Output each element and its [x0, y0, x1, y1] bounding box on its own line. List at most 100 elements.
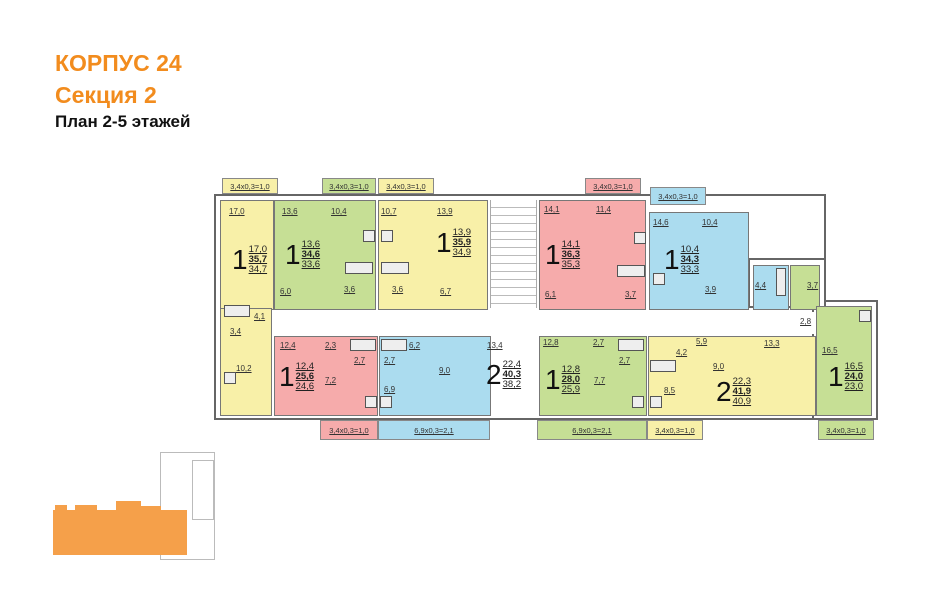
room-area: 3,6 [392, 285, 404, 294]
living-area: 22,3 [732, 376, 752, 387]
room-area: 10,7 [381, 207, 397, 216]
total-area: 34,6 [301, 249, 321, 260]
rooms-count: 1 [664, 244, 680, 275]
room-area: 4,1 [254, 312, 266, 321]
bathtub-icon [350, 339, 376, 351]
room-area: 13,3 [764, 339, 780, 348]
stairwell [490, 200, 537, 308]
stove-icon [632, 396, 644, 408]
total-area: 35,9 [452, 237, 472, 248]
stove-icon [363, 230, 375, 242]
total-area: 40,3 [502, 369, 522, 380]
living-area: 12,4 [295, 361, 315, 372]
room-area: 5,9 [696, 337, 708, 346]
room-area: 10,2 [236, 364, 252, 373]
balcony-label: 6,9x0,3=2,1 [537, 420, 647, 440]
net-area: 24,6 [295, 381, 315, 392]
balcony-label: 3,4x0,3=1,0 [585, 178, 641, 194]
room-area: 3,7 [807, 281, 819, 290]
room-area: 4,4 [755, 281, 767, 290]
balcony-label: 3,4x0,3=1,0 [222, 178, 278, 194]
total-area: 35,7 [248, 254, 268, 265]
net-area: 23,0 [844, 381, 864, 392]
room-area: 2,7 [619, 356, 631, 365]
stove-icon [380, 396, 392, 408]
page-title: КОРПУС 24 [55, 50, 182, 76]
total-area: 34,3 [680, 254, 700, 265]
room-area: 2,8 [800, 317, 812, 326]
room-area: 8,5 [664, 386, 676, 395]
room-area: 14,6 [653, 218, 669, 227]
room-area: 2,7 [384, 356, 396, 365]
net-area: 34,9 [452, 247, 472, 258]
room-area: 2,7 [354, 356, 366, 365]
net-area: 38,2 [502, 379, 522, 390]
rooms-count: 1 [828, 361, 844, 392]
room-area: 14,1 [544, 205, 560, 214]
living-area: 10,4 [680, 244, 700, 255]
stove-icon [859, 310, 871, 322]
bathtub-icon [618, 339, 644, 351]
apartment-9[interactable] [648, 336, 816, 416]
stove-icon [381, 230, 393, 242]
room-area: 3,7 [625, 290, 637, 299]
apartment-5[interactable] [649, 212, 749, 310]
net-area: 40,9 [732, 396, 752, 407]
bathtub-icon [224, 305, 250, 317]
apartment-2[interactable] [274, 200, 376, 310]
apartment-10-bath[interactable] [790, 265, 820, 310]
room-area: 13,6 [282, 207, 298, 216]
apartment-1-lower[interactable] [220, 308, 272, 416]
room-area: 6,7 [440, 287, 452, 296]
bathtub-icon [776, 268, 786, 296]
room-area: 11,4 [596, 205, 611, 214]
corridor [274, 312, 814, 334]
rooms-count: 1 [279, 361, 295, 392]
section-title: Секция 2 [55, 82, 157, 108]
total-area: 25,6 [295, 371, 315, 382]
balcony-label: 3,4x0,3=1,0 [650, 187, 706, 205]
apartment-10[interactable] [816, 306, 872, 416]
living-area: 14,1 [561, 239, 581, 250]
living-area: 12,8 [561, 364, 581, 375]
stove-icon [653, 273, 665, 285]
room-area: 6,1 [545, 290, 557, 299]
net-area: 25,9 [561, 384, 581, 395]
room-area: 3,9 [705, 285, 717, 294]
rooms-count: 1 [232, 244, 248, 275]
total-area: 41,9 [732, 386, 752, 397]
net-area: 33,3 [680, 264, 700, 275]
stove-icon [365, 396, 377, 408]
bathtub-icon [345, 262, 373, 274]
balcony-label: 6,9x0,3=2,1 [378, 420, 490, 440]
room-area: 2,3 [325, 341, 337, 350]
rooms-count: 1 [545, 239, 561, 270]
living-area: 13,9 [452, 227, 472, 238]
net-area: 34,7 [248, 264, 268, 275]
room-area: 4,2 [676, 348, 688, 357]
rooms-count: 1 [545, 364, 561, 395]
floor-plan-subtitle: План 2-5 этажей [55, 112, 191, 131]
balcony-label: 3,4x0,3=1,0 [320, 420, 378, 440]
room-area: 9,0 [439, 366, 451, 375]
room-area: 12,8 [543, 338, 559, 347]
apartment-4[interactable] [539, 200, 646, 310]
net-area: 33,6 [301, 259, 321, 270]
room-area: 9,0 [713, 362, 725, 371]
bathtub-icon [617, 265, 645, 277]
balcony-label: 3,4x0,3=1,0 [818, 420, 874, 440]
room-area: 7,7 [594, 376, 606, 385]
apartment-3[interactable] [378, 200, 488, 310]
total-area: 28,0 [561, 374, 581, 385]
stove-icon [634, 232, 646, 244]
balcony-label: 3,4x0,3=1,0 [647, 420, 703, 440]
